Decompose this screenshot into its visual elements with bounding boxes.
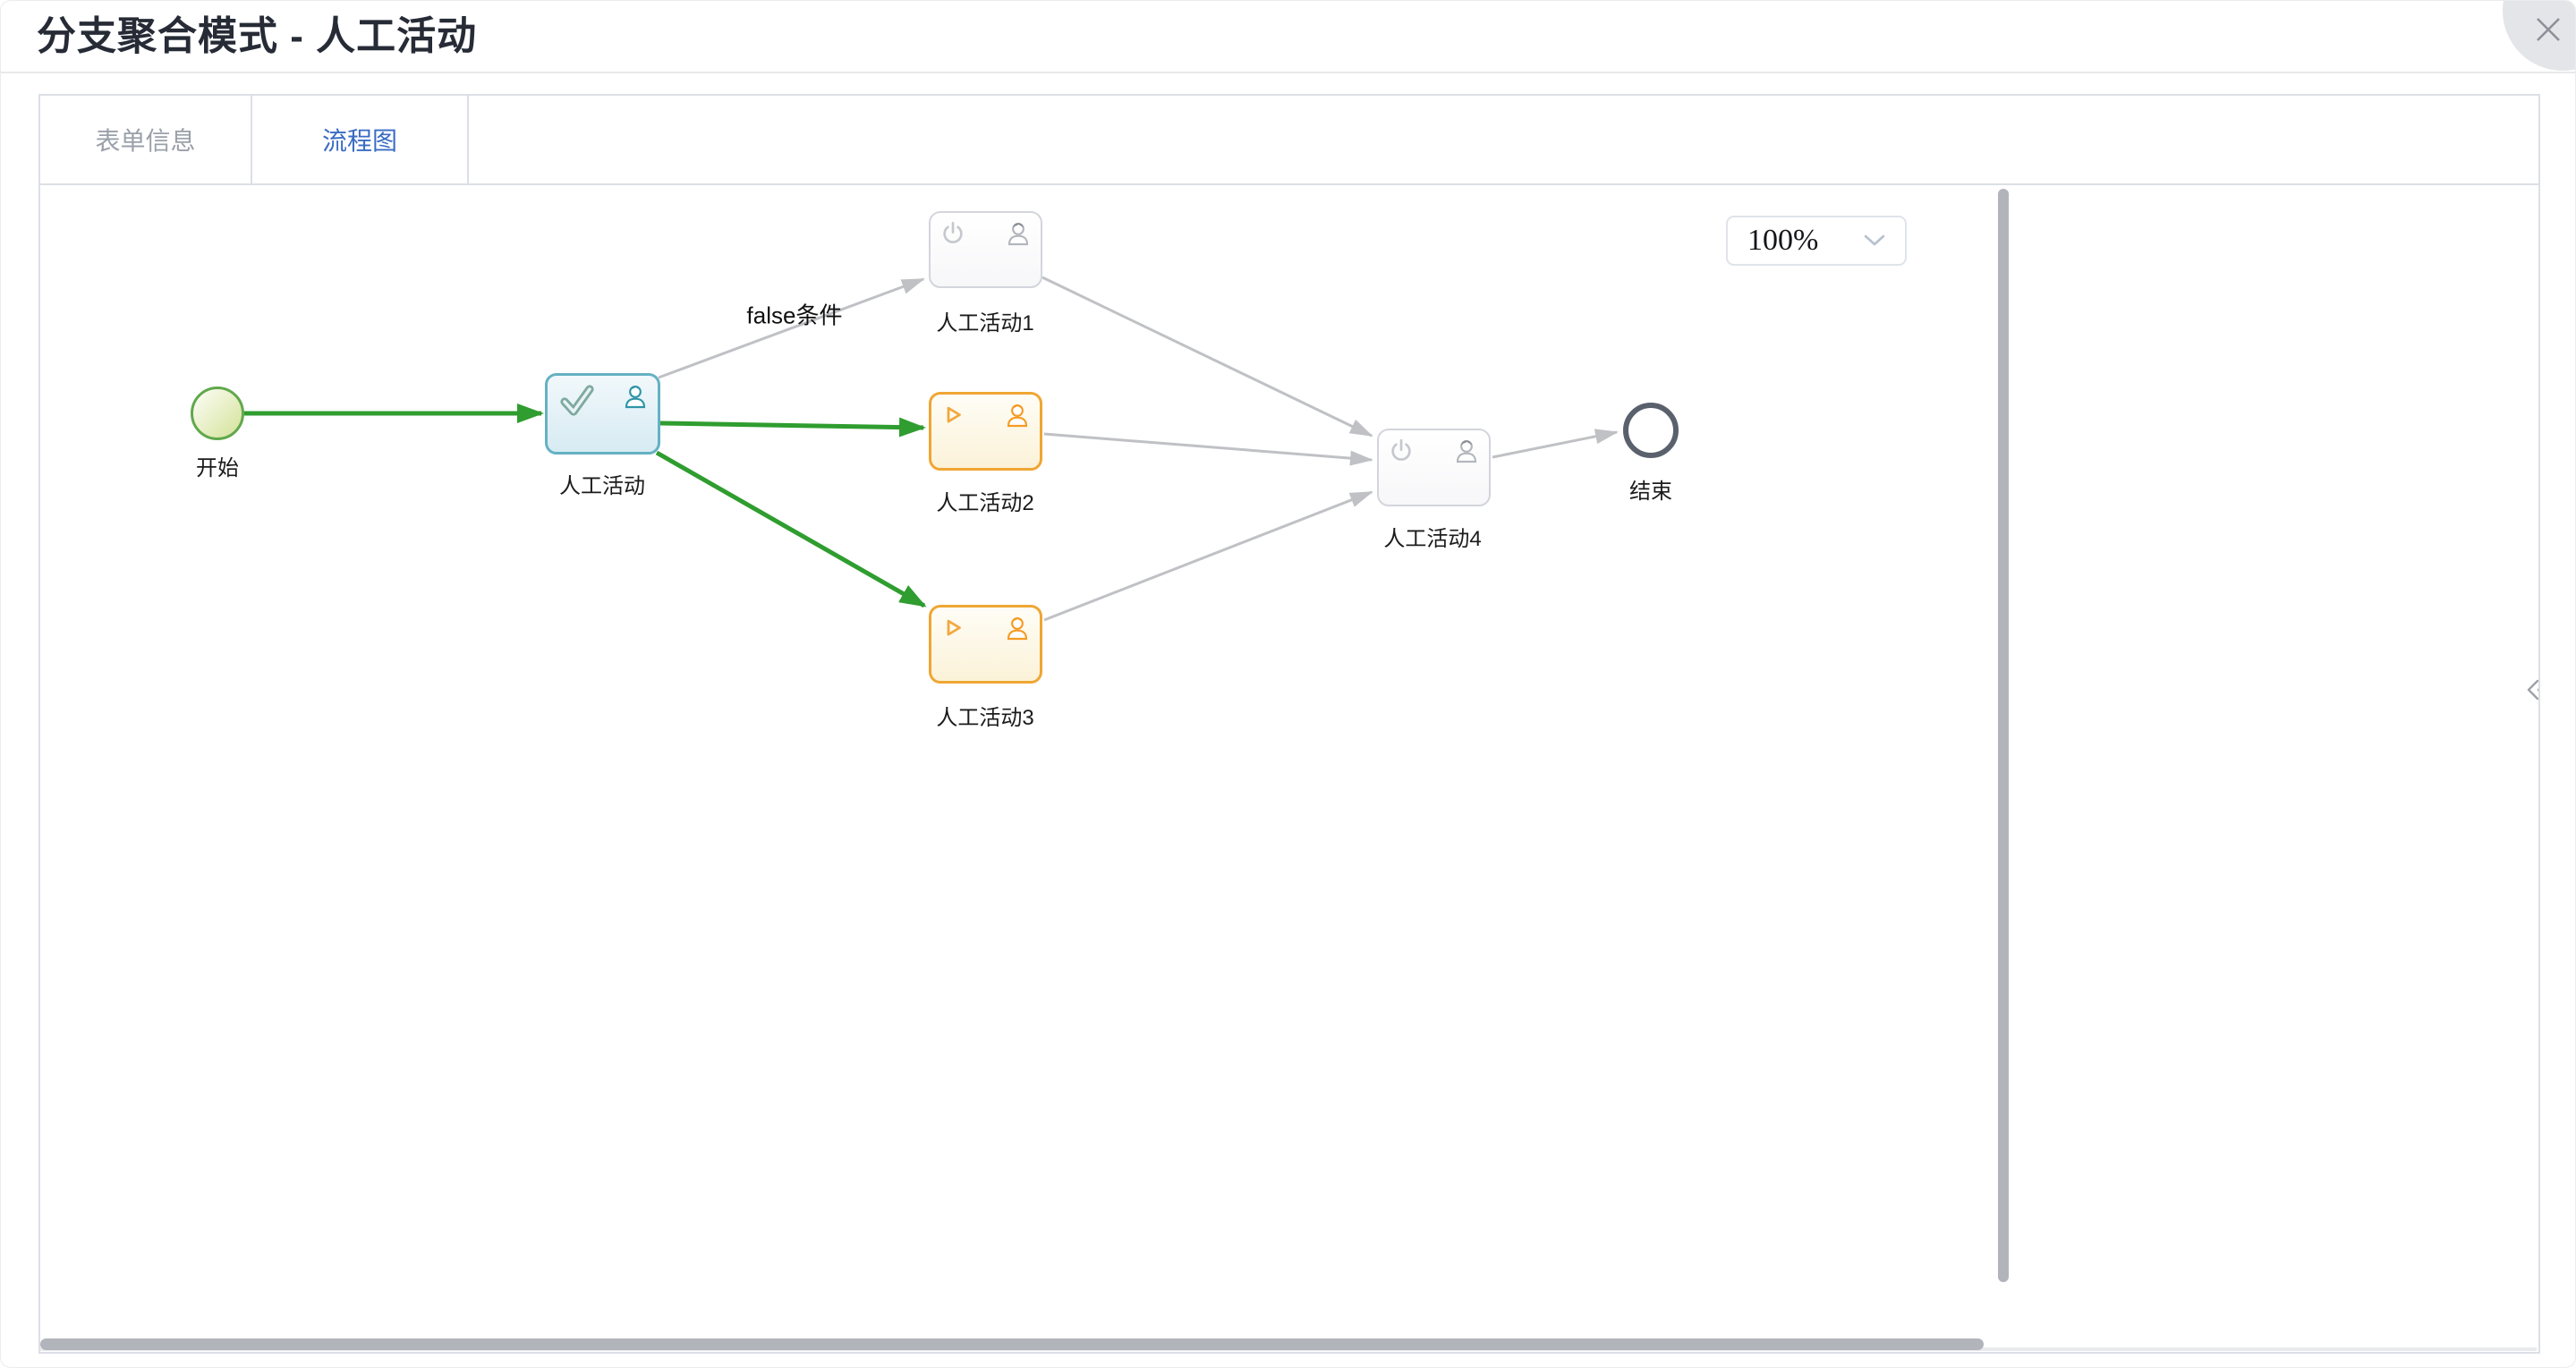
tab-flowchart[interactable]: 流程图: [252, 96, 469, 183]
node-start-label: 开始: [196, 456, 239, 480]
chevron-down-icon: [1864, 234, 1885, 246]
node-task2[interactable]: [929, 392, 1042, 471]
check-icon: [560, 385, 594, 416]
tab-bar: 表单信息 流程图: [40, 96, 2538, 185]
play-icon: [947, 406, 961, 423]
edge-task4-to-end: [1492, 429, 1619, 459]
zoom-select[interactable]: 100%: [1726, 216, 1907, 266]
tab-form-info[interactable]: 表单信息: [40, 96, 252, 183]
edge-task3-to-task4: [1043, 490, 1373, 622]
node-start-event[interactable]: [191, 387, 244, 440]
flowchart-canvas[interactable]: 开始 人工活动: [40, 185, 2538, 1352]
edge-task2-to-task4: [1043, 432, 1373, 466]
edge-taskmain-to-task2: [659, 417, 926, 438]
person-icon: [1007, 616, 1028, 641]
node-task-main[interactable]: [545, 373, 660, 455]
node-end-label: 结束: [1629, 480, 1672, 504]
horizontal-scrollbar[interactable]: [40, 1338, 1984, 1350]
vertical-scrollbar[interactable]: [1998, 189, 2009, 1282]
person-icon: [1007, 222, 1029, 246]
person-icon: [1456, 439, 1477, 463]
power-icon: [1391, 438, 1411, 461]
tab-flowchart-label: 流程图: [321, 127, 397, 155]
play-icon: [947, 619, 961, 636]
node-task4[interactable]: [1377, 429, 1491, 506]
tab-container: 表单信息 流程图: [38, 94, 2540, 1354]
node-end-event[interactable]: [1623, 403, 1679, 458]
dialog-header: 分支聚合模式 - 人工活动: [1, 1, 2575, 73]
tab-form-info-label: 表单信息: [95, 127, 196, 155]
edge-task1-to-task4: [1041, 276, 1373, 438]
node-task2-label: 人工活动2: [936, 491, 1034, 515]
edge-taskmain-to-task3: [655, 450, 927, 608]
node-task3[interactable]: [929, 605, 1042, 684]
node-task4-label: 人工活动4: [1383, 527, 1482, 551]
power-icon: [943, 221, 963, 243]
node-task-main-label: 人工活动: [559, 474, 645, 498]
flow-edges: [244, 276, 1619, 622]
person-icon: [625, 385, 646, 409]
node-task1-label: 人工活动1: [936, 311, 1034, 336]
node-task3-label: 人工活动3: [936, 706, 1034, 730]
panel-collapse-button[interactable]: [2515, 667, 2538, 713]
page-title: 分支聚合模式 - 人工活动: [37, 14, 478, 58]
edge-condition-label: false条件: [746, 302, 843, 329]
double-chevron-left-icon: [2527, 679, 2538, 701]
close-icon[interactable]: [2529, 10, 2568, 49]
person-icon: [1007, 404, 1028, 428]
node-task1[interactable]: [929, 211, 1042, 288]
zoom-value: 100%: [1747, 224, 1819, 257]
